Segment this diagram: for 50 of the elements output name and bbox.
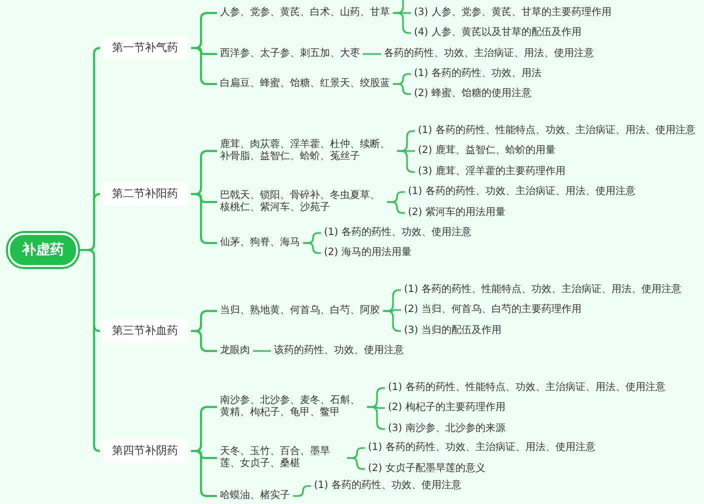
connector-line: [293, 485, 311, 497]
subtopic-text: 当归、熟地黄、何首乌、白芍、阿胶: [220, 305, 380, 317]
subtopic-text: 西洋参、太子参、刺五加、大枣: [220, 48, 360, 60]
detail-text: (2) 鹿茸、益智仁、蛤蚧的用量: [418, 145, 556, 157]
subtopic-text: 巴戟天、锁阳、骨碎补、冬虫夏草、核桃仁、紫河车、沙苑子: [220, 190, 384, 214]
detail-text: (4) 人参、黄芪以及甘草的配伍及作用: [414, 27, 582, 39]
detail-text: (1) 各药的药性、功效、主治病证、用法、使用注意: [368, 442, 596, 454]
subtopic-text: 鹿茸、肉苁蓉、淫羊藿、杜仲、续断、补骨脂、益智仁、蛤蚧、菟丝子: [220, 139, 394, 163]
detail-text: (3) 人参、党参、黄芪、甘草的主要药理作用: [414, 7, 612, 19]
connector-line: [303, 242, 321, 254]
central-topic: 补虚药: [8, 233, 78, 267]
detail-text: (2) 紫河车的用法用量: [408, 207, 506, 219]
detail-text: 各药的药性、功效、主治病证、用法、使用注意: [384, 48, 594, 60]
subtopic-text: 哈蟆油、楮实子: [220, 490, 290, 502]
topic-box: 第四节补阴药: [102, 439, 188, 463]
detail-text: (1) 各药的药性、功效、使用注意: [324, 227, 472, 239]
subtopic-text: 白扁豆、蜂蜜、饴糖、红景天、绞股蓝: [220, 78, 390, 90]
subtopic-text: 人参、党参、黄芪、白术、山药、甘草: [220, 7, 390, 19]
detail-text: (3) 当归的配伍及作用: [404, 325, 502, 337]
topic-box: 第三节补血药: [102, 319, 188, 343]
connector-line: [367, 406, 385, 430]
connector-line: [363, 53, 381, 55]
connector-line: [387, 201, 405, 214]
detail-text: (2) 枸杞子的主要药理作用: [388, 402, 506, 414]
connector-line: [347, 457, 365, 470]
detail-text: (2) 海马的用法用量: [324, 247, 412, 259]
connector-line: [393, 83, 411, 95]
detail-text: (3) 鹿茸、淫羊藿的主要药理作用: [418, 166, 566, 178]
subtopic-text: 南沙参、北沙参、麦冬、石斛、黄精、枸杞子、龟甲、鳖甲: [220, 395, 364, 419]
detail-text: (1) 各药的药性、功效、用法: [414, 68, 542, 80]
connector-line: [393, 12, 411, 34]
connector-line: [80, 249, 101, 452]
detail-text: (1) 各药的药性、功效、主治病证、用法、使用注意: [408, 186, 636, 198]
detail-text: (1) 各药的药性、功效、使用注意: [314, 480, 462, 492]
detail-text: (1) 各药的药性、性能特点、功效、主治病证、用法、使用注意: [418, 125, 696, 137]
detail-text: (3) 南沙参、北沙参的来源: [388, 423, 506, 435]
detail-text: (2) 女贞子配墨旱莲的意义: [368, 463, 486, 475]
topic-box: 第一节补气药: [102, 36, 188, 60]
topic-box: 第二节补阳药: [102, 182, 188, 206]
connector-line: [253, 350, 271, 352]
detail-text: 该药的药性、功效、使用注意: [274, 345, 404, 357]
connector-line: [383, 310, 401, 332]
subtopic-text: 仙茅、狗脊、海马: [220, 237, 300, 249]
subtopic-text: 龙眼肉: [220, 345, 250, 357]
detail-text: (1) 各药的药性、性能特点、功效、主治病证、用法、使用注意: [404, 284, 682, 296]
connector-line: [397, 150, 415, 173]
detail-text: (2) 蜂蜜、饴糖的使用注意: [414, 88, 532, 100]
subtopic-text: 天冬、玉竹、百合、墨旱莲、女贞子、桑椹: [220, 446, 344, 470]
detail-text: (1) 各药的药性、性能特点、功效、主治病证、用法、使用注意: [388, 382, 666, 394]
detail-text: (2) 当归、何首乌、白芍的主要药理作用: [404, 304, 582, 316]
